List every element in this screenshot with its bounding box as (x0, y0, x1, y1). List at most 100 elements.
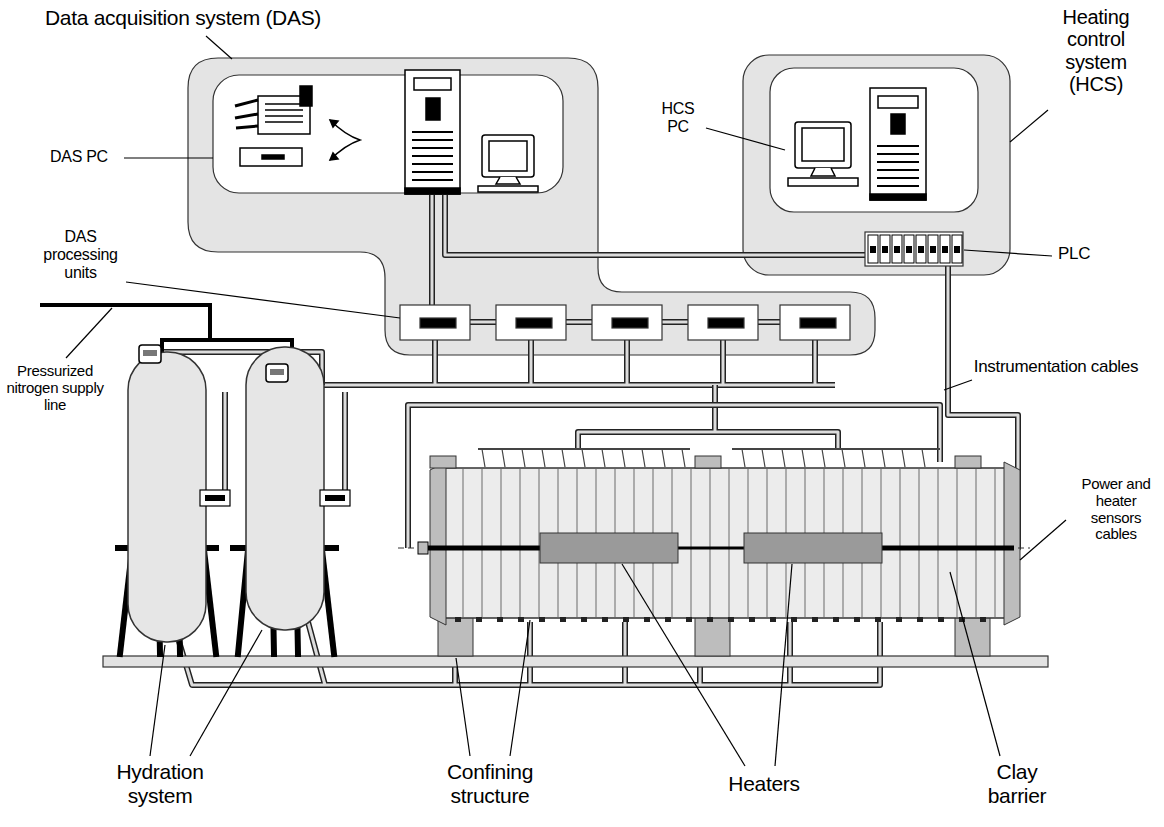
bentonite-slice (520, 469, 521, 617)
plc-module (952, 235, 962, 263)
bentonite-slice (482, 469, 483, 617)
sensor-port (707, 617, 713, 622)
sensor-port (644, 617, 650, 622)
sensor-cable (902, 449, 905, 467)
bentonite-slice (938, 469, 939, 617)
sensor-cable (922, 449, 925, 467)
sensor-cable (842, 449, 845, 467)
floor-slab (103, 656, 1048, 667)
callout-label: DAS processing units (33, 228, 128, 282)
callout-label: Hydration system (98, 760, 222, 807)
mock-up (398, 449, 1030, 656)
sensor-port (665, 617, 671, 622)
sensor-port (623, 617, 629, 622)
sensor-port (980, 617, 986, 622)
sensor-cable (822, 449, 825, 467)
hydration-pipes (175, 622, 880, 685)
sensor-cable (562, 449, 565, 467)
sensor-port (875, 617, 881, 622)
sensor-cable (502, 449, 505, 467)
callout-label: Confining structure (428, 760, 552, 807)
sensor-port (476, 617, 482, 622)
sensor-port (896, 617, 902, 622)
plc-module (894, 246, 900, 253)
sensor-port (770, 617, 776, 622)
plc-module (870, 246, 876, 253)
sensor-port (833, 617, 839, 622)
sensor-cable (682, 449, 685, 467)
plc-module (940, 235, 950, 263)
plc-module (906, 246, 912, 253)
sensor-cable (522, 449, 525, 467)
callout-label: Instrumentation cables (972, 357, 1140, 376)
sensor-cable (602, 449, 605, 467)
bentonite-slice (691, 469, 692, 617)
callout-label: Pressurized nitrogen supply line (4, 363, 106, 413)
sensor-port (560, 617, 566, 622)
plc-module (918, 246, 924, 253)
leader-lines (66, 36, 1066, 766)
sensor-cable (862, 449, 865, 467)
sensor-port (854, 617, 860, 622)
bentonite-slice (463, 469, 464, 617)
das-pc-icons (235, 70, 538, 194)
sensor-port (581, 617, 587, 622)
callout-label: DAS PC (50, 148, 130, 166)
callout-label: Heaters (712, 772, 816, 796)
hydration-tanks (40, 305, 350, 654)
sensor-cable (782, 449, 785, 467)
hcs-pc-icons (788, 88, 926, 200)
sensor-cable (802, 449, 805, 467)
das-processing-units (400, 305, 850, 340)
sensor-cable (742, 449, 745, 467)
bentonite-slice (729, 469, 730, 617)
bentonite-slice (539, 469, 540, 617)
bentonite-slice (710, 469, 711, 617)
sensor-port (518, 617, 524, 622)
callout-label: Clay barrier (972, 760, 1062, 807)
sensor-cable (642, 449, 645, 467)
sensor-cable (882, 449, 885, 467)
bentonite-slice (995, 469, 996, 617)
plc-module (882, 246, 888, 253)
sensor-port (791, 617, 797, 622)
hcs-region (743, 55, 1010, 275)
sensor-port (749, 617, 755, 622)
callout-label: Data acquisition system (DAS) (45, 6, 375, 30)
callout-label: HCS PC (655, 100, 701, 136)
sensor-port (686, 617, 692, 622)
sensor-cable (542, 449, 545, 467)
plc-module (868, 235, 878, 263)
sensor-cable (662, 449, 665, 467)
bentonite-slice (919, 469, 920, 617)
callout-label: Heating control system (HCS) (1040, 6, 1152, 96)
sensor-port (455, 617, 461, 622)
plc-module (930, 246, 936, 253)
sensor-port (728, 617, 734, 622)
plc-rack (865, 232, 963, 266)
sensor-cable (622, 449, 625, 467)
plc-module (892, 235, 902, 263)
bentonite-slice (976, 469, 977, 617)
sensor-cable (482, 449, 485, 467)
callout-label: PLC (1058, 244, 1128, 263)
sensor-port (539, 617, 545, 622)
bentonite-slice (501, 469, 502, 617)
sensor-port (497, 617, 503, 622)
sensor-cable (582, 449, 585, 467)
callout-label: Power and heater sensors cables (1074, 476, 1158, 543)
plc-module (942, 246, 948, 253)
sensor-cable (478, 448, 940, 450)
plc-module (928, 235, 938, 263)
bentonite-slice (900, 469, 901, 617)
plc-module (954, 246, 960, 253)
plc-module (916, 235, 926, 263)
sensor-port (938, 617, 944, 622)
sensor-port (602, 617, 608, 622)
plc-modules (865, 232, 963, 266)
sensor-cable (762, 449, 765, 467)
plc-module (904, 235, 914, 263)
sensor-port (917, 617, 923, 622)
